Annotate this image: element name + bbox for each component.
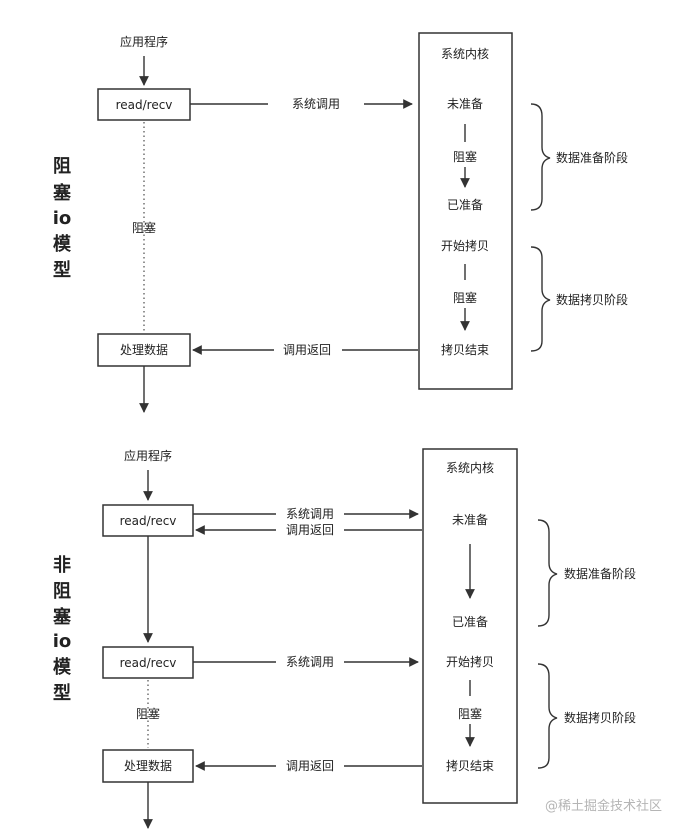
- kernel-title: 系统内核: [446, 461, 494, 475]
- app-label: 应用程序: [124, 448, 172, 463]
- kernel-block: 阻塞: [458, 706, 482, 721]
- nonblocking-title-char: 塞: [53, 606, 72, 628]
- nonblocking-title-char: io: [53, 631, 72, 652]
- app-label: 应用程序: [120, 34, 168, 49]
- kernel-not-ready: 未准备: [452, 513, 488, 527]
- process-data-label: 处理数据: [120, 342, 168, 357]
- blocking-io-section: 阻 塞 io 模 型 应用程序 read/recv 阻塞 处理数据 系统调用 调…: [53, 32, 628, 413]
- copy-brace: [537, 663, 558, 769]
- phase-copy-label: 数据拷贝阶段: [556, 292, 628, 307]
- kernel-title: 系统内核: [441, 47, 489, 61]
- blocking-title-char: 型: [53, 259, 71, 281]
- syscall-label: 系统调用: [286, 655, 334, 669]
- block-label: 阻塞: [132, 220, 156, 235]
- copy-brace: [530, 246, 551, 352]
- phase-prepare-label: 数据准备阶段: [556, 150, 628, 165]
- blocking-title-char: 塞: [53, 182, 72, 204]
- phase-prepare-label: 数据准备阶段: [564, 566, 636, 581]
- syscall-label: 系统调用: [286, 507, 334, 521]
- return-label: 调用返回: [286, 523, 334, 537]
- nonblocking-title-char: 非: [53, 554, 71, 576]
- prepare-brace: [537, 519, 558, 627]
- kernel-copy-start: 开始拷贝: [441, 238, 489, 253]
- syscall-label: 系统调用: [292, 97, 340, 111]
- nonblocking-title-char: 模: [53, 656, 72, 678]
- block-label: 阻塞: [136, 706, 160, 721]
- blocking-title-char: 阻: [53, 156, 71, 177]
- process-data-label: 处理数据: [124, 758, 172, 773]
- read-recv-label: read/recv: [120, 656, 177, 670]
- kernel-ready: 已准备: [452, 615, 488, 629]
- return-label: 调用返回: [283, 343, 331, 357]
- read-recv-label: read/recv: [120, 514, 177, 528]
- blocking-title-char: 模: [53, 233, 72, 255]
- process-data-box: [102, 749, 194, 783]
- prepare-brace: [530, 103, 551, 211]
- kernel-copy-start: 开始拷贝: [446, 654, 494, 669]
- kernel-not-ready: 未准备: [447, 97, 483, 111]
- kernel-copy-end: 拷贝结束: [446, 758, 494, 773]
- phase-copy-label: 数据拷贝阶段: [564, 710, 636, 725]
- read-recv-box-1: [102, 504, 194, 537]
- kernel-copy-end: 拷贝结束: [441, 342, 489, 357]
- nonblocking-title-char: 阻: [53, 581, 71, 602]
- read-recv-label: read/recv: [116, 98, 173, 112]
- nonblocking-title-char: 型: [53, 682, 71, 704]
- blocking-title-char: io: [53, 208, 72, 229]
- kernel-ready: 已准备: [447, 198, 483, 212]
- read-recv-box-2: [102, 646, 194, 679]
- kernel-block: 阻塞: [453, 149, 477, 164]
- nonblocking-io-section: 非 阻 塞 io 模 型 应用程序 read/recv read/recv 阻塞…: [53, 448, 636, 829]
- return-label: 调用返回: [286, 759, 334, 773]
- kernel-block: 阻塞: [453, 290, 477, 305]
- watermark: @稀土掘金技术社区: [545, 798, 662, 814]
